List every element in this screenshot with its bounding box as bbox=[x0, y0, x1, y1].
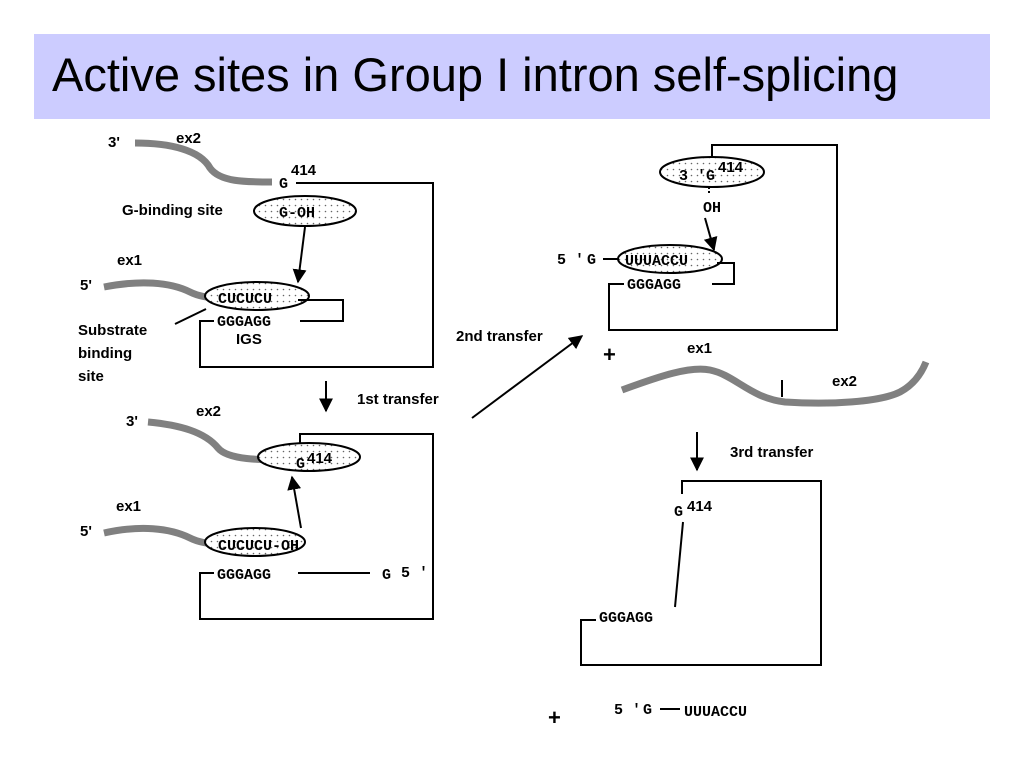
exon1-5prime-label: 5' bbox=[80, 277, 92, 294]
plus-sign: + bbox=[603, 342, 616, 367]
panel-initial: 3' ex2 G 414 G-binding site G-OH ex1 5' … bbox=[78, 130, 434, 385]
ligated-exon-strand bbox=[620, 360, 930, 407]
attack-arrow bbox=[703, 217, 718, 252]
substrate-g-label: G bbox=[587, 252, 596, 269]
guanosine-oh-label: G-OH bbox=[279, 205, 315, 222]
panel-after-first-transfer: 3' ex2 G 414 ex1 5' CUCUCU-OH GGGAGG G 5… bbox=[80, 403, 434, 620]
g-binding-site-label: G-binding site bbox=[122, 202, 223, 219]
intron-backbone bbox=[199, 433, 434, 620]
exon1-5prime-label: 5' bbox=[80, 523, 92, 540]
intron-g-label: G bbox=[382, 567, 391, 584]
ligated-exons: ex1 ex2 bbox=[620, 340, 930, 407]
cyclization-bond bbox=[674, 521, 684, 608]
exon1-label: ex1 bbox=[116, 498, 141, 515]
title-bar: Active sites in Group I intron self-spli… bbox=[34, 34, 990, 119]
intron-5prime-label: 5 ' bbox=[401, 565, 428, 582]
exon2-3prime-label: 3' bbox=[108, 134, 120, 151]
third-transfer-label: 3rd transfer bbox=[730, 444, 814, 461]
igs-loop bbox=[712, 262, 735, 285]
plus-sign: + bbox=[548, 705, 561, 730]
igs-sequence: GGGAGG bbox=[217, 314, 271, 331]
substrate-binding-oval bbox=[204, 527, 306, 557]
cucucu-sequence: CUCUCU bbox=[218, 291, 272, 308]
released-5prime-label: 5 ' bbox=[614, 702, 641, 719]
exon2-label: ex2 bbox=[832, 373, 857, 390]
page-title: Active sites in Group I intron self-spli… bbox=[52, 48, 899, 101]
g414-label: G bbox=[296, 456, 305, 473]
substrate-label-line2: binding bbox=[78, 345, 132, 362]
g-binding-site-oval bbox=[257, 442, 361, 472]
uuuaccu-sequence: UUUACCU bbox=[625, 253, 688, 270]
g414-label: G bbox=[706, 168, 715, 185]
exon2-label: ex2 bbox=[176, 130, 201, 147]
g414-label: G bbox=[674, 504, 683, 521]
igs-loop bbox=[298, 299, 344, 322]
igs-sequence: GGGAGG bbox=[627, 277, 681, 294]
panel-after-second-transfer: 3 ' G 414 OH 5 ' G UUUACCU GGGAGG bbox=[557, 144, 838, 331]
substrate-site-pointer bbox=[174, 308, 207, 325]
second-transfer-arrow bbox=[471, 335, 584, 419]
g-binding-site-oval bbox=[659, 156, 765, 188]
exon2-3prime-label: 3' bbox=[126, 413, 138, 430]
intron-backbone bbox=[580, 480, 822, 666]
exon1-strand bbox=[103, 279, 221, 302]
second-transfer-label: 2nd transfer bbox=[456, 328, 543, 345]
exon2-strand bbox=[134, 139, 273, 186]
substrate-5prime-label: 5 ' bbox=[557, 252, 584, 269]
g414-label: G bbox=[279, 176, 288, 193]
oh-label: OH bbox=[703, 200, 721, 217]
released-g-label: G bbox=[643, 702, 652, 719]
g414-3prime-label: 3 ' bbox=[679, 168, 706, 185]
igs-sequence: GGGAGG bbox=[217, 567, 271, 584]
substrate-label-line3: site bbox=[78, 368, 104, 385]
substrate-binding-oval bbox=[204, 281, 310, 311]
g414-superscript: 414 bbox=[718, 159, 744, 176]
intron-backbone bbox=[608, 144, 838, 331]
g414-superscript: 414 bbox=[307, 450, 333, 467]
igs-label: IGS bbox=[236, 331, 262, 348]
g414-superscript: 414 bbox=[687, 498, 713, 515]
panel-after-third-transfer: G 414 GGGAGG bbox=[580, 480, 822, 666]
igs-sequence: GGGAGG bbox=[599, 610, 653, 627]
exon1-label: ex1 bbox=[117, 252, 142, 269]
substrate-label-line1: Substrate bbox=[78, 322, 147, 339]
cucucu-oh-sequence: CUCUCU-OH bbox=[218, 538, 299, 555]
attack-arrow bbox=[292, 226, 307, 284]
substrate-binding-oval bbox=[617, 244, 723, 274]
g-binding-site-oval bbox=[253, 195, 357, 227]
exon1-strand bbox=[103, 524, 221, 548]
exon1-label: ex1 bbox=[687, 340, 712, 357]
intron-backbone bbox=[199, 182, 434, 368]
exon2-label: ex2 bbox=[196, 403, 221, 420]
released-fragment-sequence: UUUACCU bbox=[684, 704, 747, 721]
first-transfer-label: 1st transfer bbox=[357, 391, 439, 408]
attack-arrow bbox=[287, 475, 302, 529]
g414-superscript: 414 bbox=[291, 162, 317, 179]
